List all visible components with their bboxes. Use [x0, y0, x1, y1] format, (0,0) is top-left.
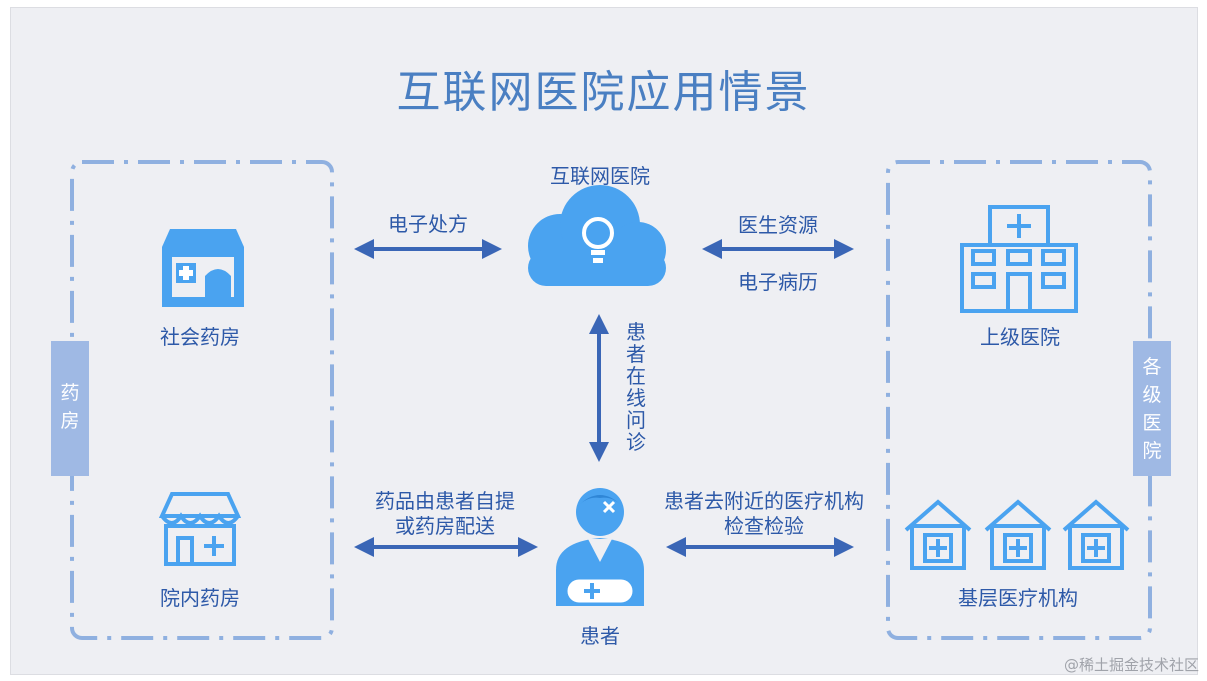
edge-label-nearby-check-line1: 患者去附近的医疗机构: [664, 489, 864, 513]
patient-icon: [556, 488, 644, 606]
pharmacy-group-label: 药房: [51, 341, 89, 476]
edge-label-doctor-resources: 医生资源: [738, 213, 818, 237]
patient-label: 患者: [580, 624, 620, 648]
hospital-group-label: 各级医院: [1133, 341, 1171, 476]
house-icon-1: [904, 499, 972, 570]
edge-label-e-prescription: 电子处方: [388, 212, 468, 236]
watermark: @稀土掘金技术社区: [1063, 656, 1199, 674]
hospital-pharmacy-label: 院内药房: [160, 586, 240, 610]
primary-institution-label: 基层医疗机构: [958, 586, 1078, 610]
cloud-lightbulb-icon: [528, 185, 666, 286]
pharmacy-awning-icon: [158, 492, 242, 566]
hospital-group-box: [886, 160, 1152, 640]
internet-hospital-label: 互联网医院: [550, 164, 650, 188]
edge-label-nearby-check-line2: 检查检验: [724, 514, 804, 538]
edge-label-drug-delivery-line1: 药品由患者自提: [375, 489, 515, 513]
page-title: 互联网医院应用情景: [396, 67, 811, 118]
edge-label-online-consult: 患者在线问诊: [626, 320, 646, 454]
edge-label-e-medical-record: 电子病历: [738, 270, 818, 294]
store-icon: [162, 229, 244, 307]
pharmacy-group-box: [70, 160, 334, 640]
house-icon-3: [1062, 499, 1130, 570]
edge-label-drug-delivery-line2: 或药房配送: [395, 514, 495, 538]
house-icon-2: [984, 499, 1052, 570]
upper-hospital-label: 上级医院: [980, 325, 1060, 349]
social-pharmacy-label: 社会药房: [160, 325, 240, 349]
hospital-building-icon: [960, 205, 1078, 313]
